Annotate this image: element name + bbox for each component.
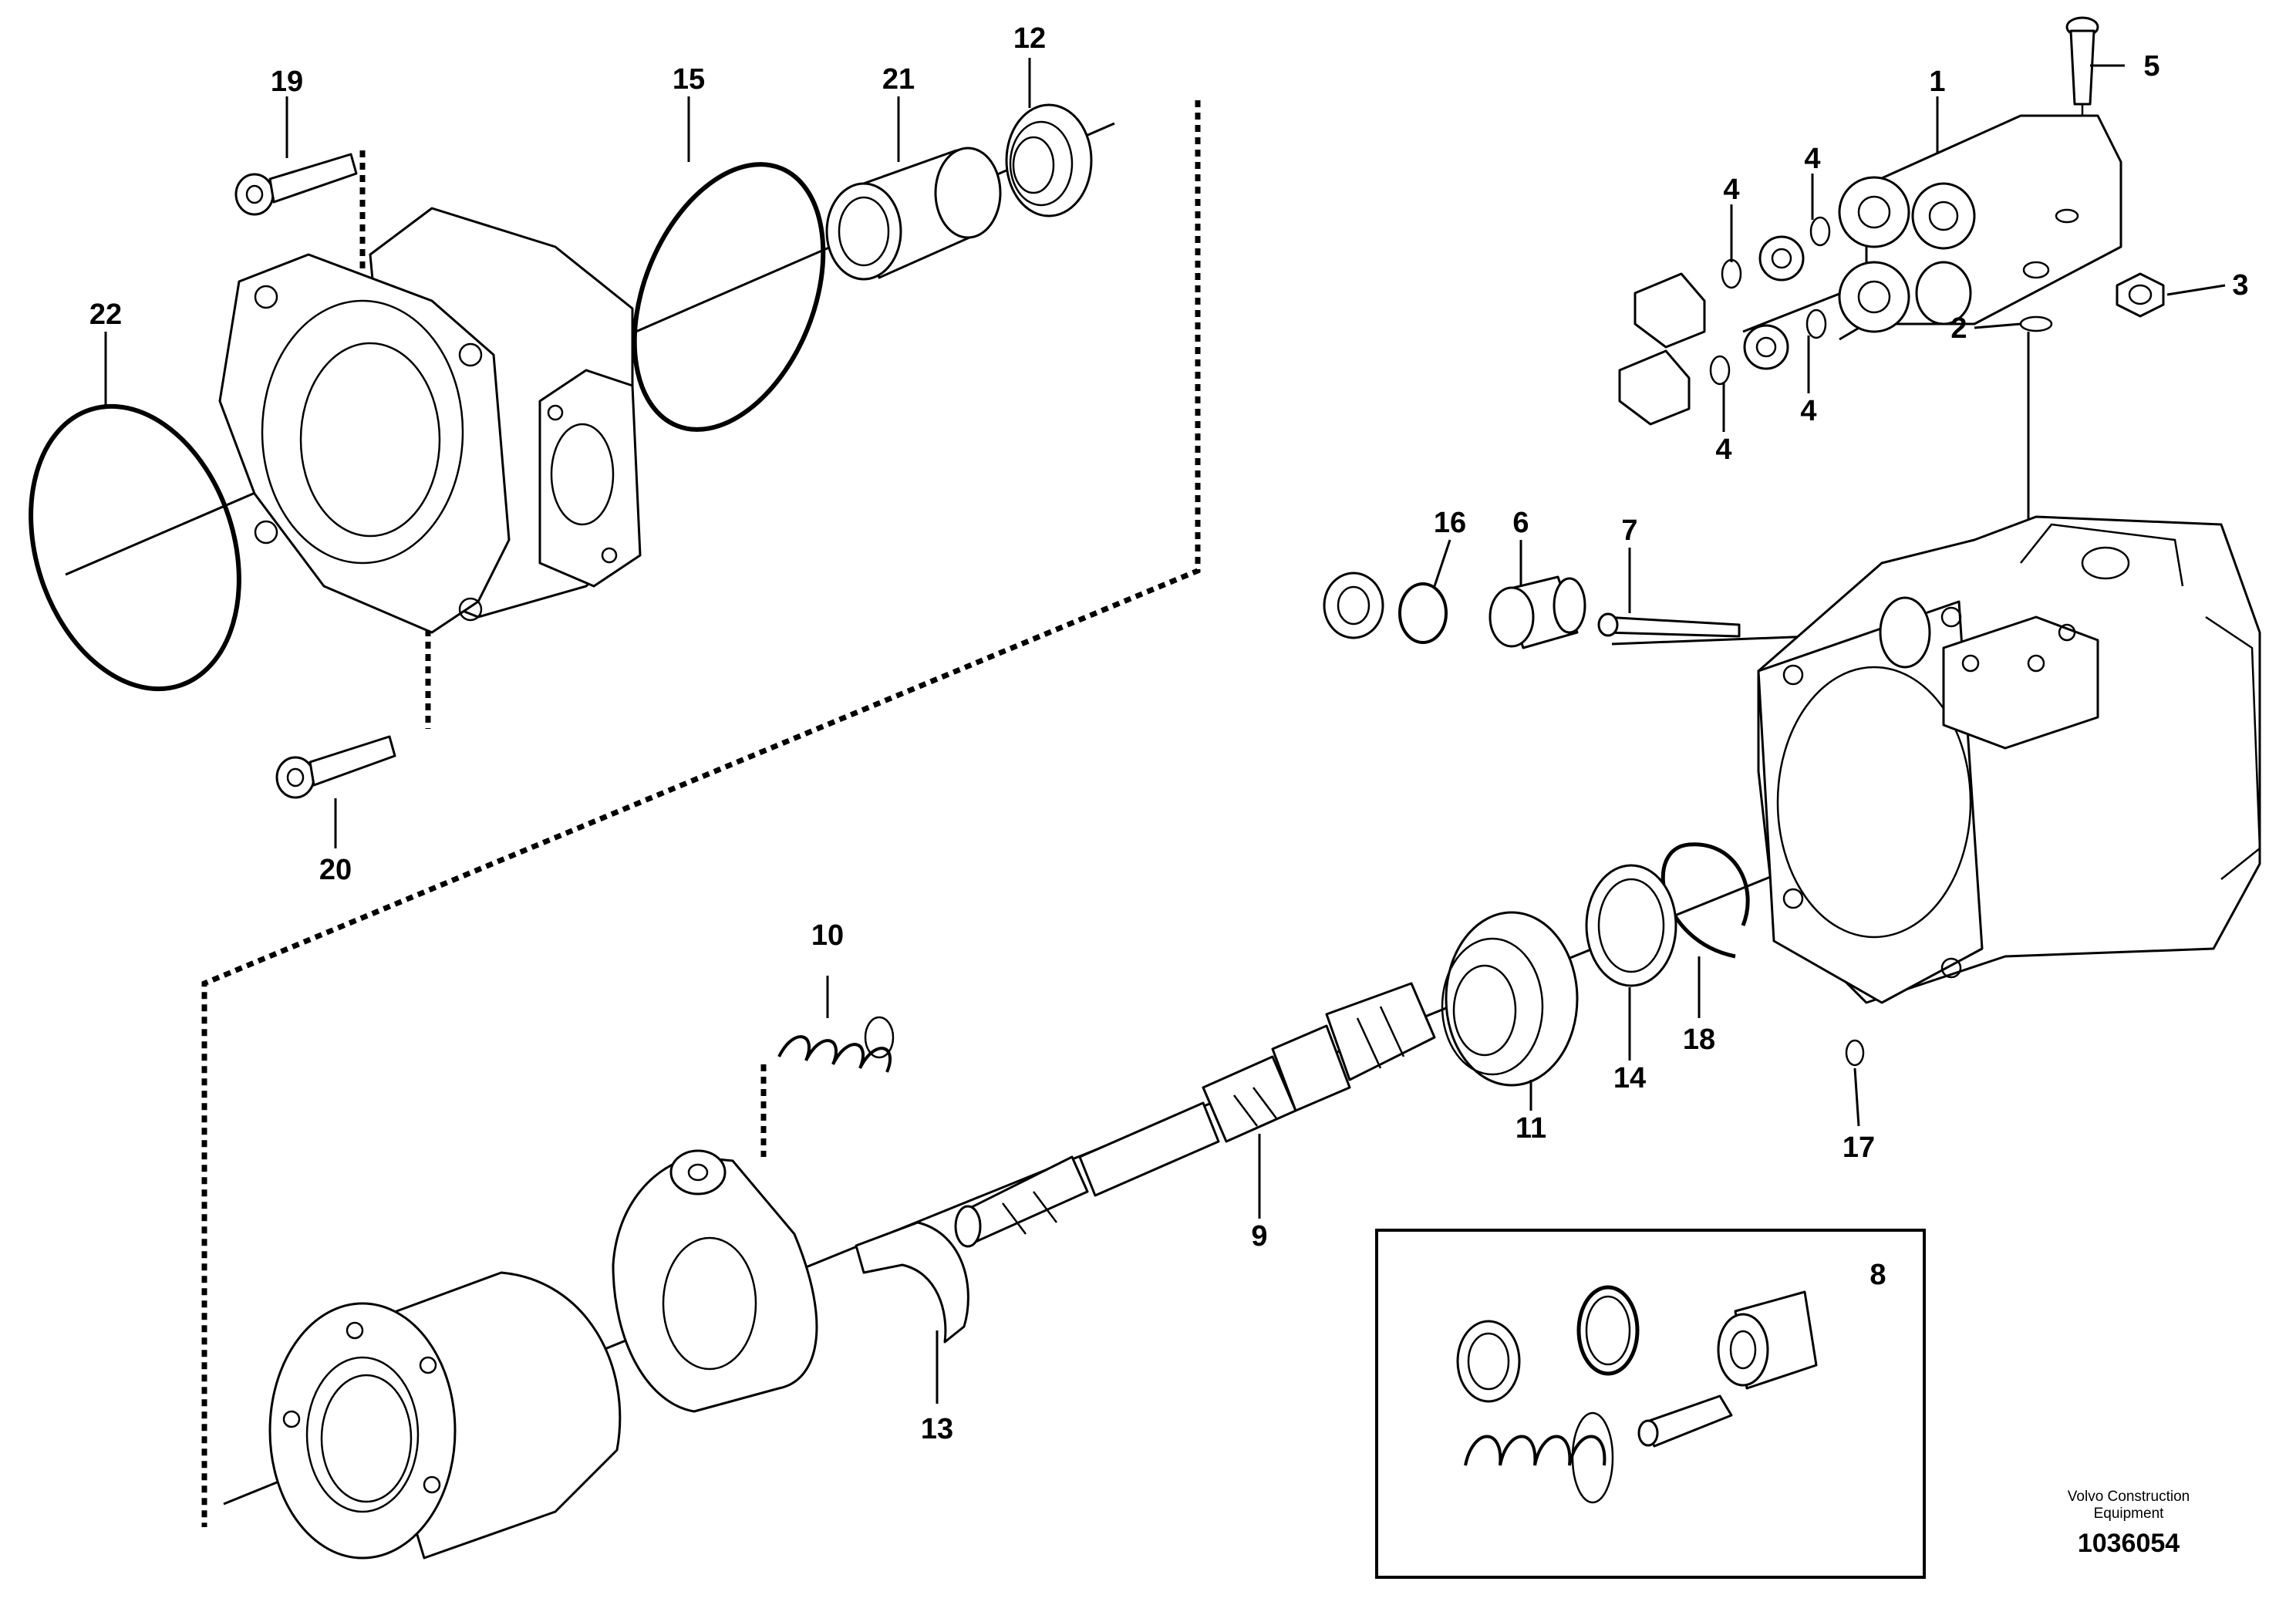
drawing-number: 1036054 — [2077, 1529, 2180, 1558]
callout-18: 18 — [1683, 1023, 1715, 1056]
drawing-footer: Volvo Construction Equipment 1036054 — [1998, 1489, 2260, 1559]
seal-14 — [1585, 864, 1677, 987]
bolt-20 — [275, 735, 396, 799]
callout-21: 21 — [882, 63, 915, 96]
plug-3 — [2116, 272, 2165, 318]
ball-bearing-11 — [1441, 911, 1579, 1087]
callout-15: 15 — [673, 63, 705, 96]
o-ring-2 — [2019, 315, 2053, 332]
pin-7 — [1597, 612, 1741, 638]
callout-1: 1 — [1929, 66, 1945, 98]
callout-8: 8 — [1870, 1259, 1886, 1291]
nuts-and-caps-4 — [1618, 216, 1831, 426]
o-ring-15 — [632, 162, 826, 432]
plug-16-assembly — [1323, 572, 1448, 644]
callout-2: 2 — [1950, 312, 1967, 345]
callout-9: 9 — [1251, 1220, 1267, 1253]
assembly-dashed-lines — [201, 100, 1201, 1527]
retainer-clip-13 — [855, 1221, 969, 1344]
needle-bearing-21 — [825, 147, 1002, 281]
swash-plate — [612, 1149, 818, 1413]
leader-lines — [104, 58, 2226, 1404]
callout-10: 10 — [811, 919, 844, 952]
callout-5: 5 — [2143, 50, 2159, 83]
callout-4-bottom-right: 4 — [1800, 395, 1816, 427]
o-ring-17 — [1845, 1039, 1865, 1067]
callout-3: 3 — [2232, 269, 2248, 302]
bolt-19 — [234, 153, 358, 216]
brand-line-1: Volvo Construction — [2067, 1489, 2190, 1505]
callout-7: 7 — [1621, 514, 1637, 547]
pump-housing — [1757, 515, 2261, 1004]
cylinder-barrel — [268, 1271, 622, 1560]
callout-4-top-left: 4 — [1723, 174, 1739, 206]
callout-14: 14 — [1613, 1062, 1646, 1094]
callout-20: 20 — [319, 854, 352, 886]
piston-6 — [1489, 575, 1586, 649]
callout-16: 16 — [1434, 507, 1466, 539]
o-ring-22 — [29, 403, 241, 692]
drive-shaft-9 — [954, 982, 1436, 1248]
callout-4-top-right: 4 — [1804, 143, 1820, 175]
callout-labels: 19 22 15 21 12 20 5 1 4 4 3 2 4 4 16 6 7… — [89, 22, 2249, 1445]
kit-8-detail — [1375, 1229, 1926, 1579]
valve-body-1 — [1838, 114, 2122, 333]
callout-6: 6 — [1512, 507, 1529, 539]
spring-10 — [777, 1016, 895, 1073]
snap-ring-18 — [1660, 842, 1750, 959]
callout-11: 11 — [1515, 1112, 1546, 1145]
callout-22: 22 — [89, 298, 122, 331]
callout-13: 13 — [921, 1413, 953, 1445]
callout-4-bottom-left: 4 — [1715, 433, 1731, 466]
brand-line-2: Equipment — [2093, 1506, 2164, 1522]
callout-19: 19 — [271, 66, 303, 98]
callout-17: 17 — [1843, 1131, 1875, 1164]
callout-12: 12 — [1013, 22, 1046, 55]
ball-bearing-12 — [1005, 103, 1093, 218]
end-cover-housing — [218, 207, 642, 634]
